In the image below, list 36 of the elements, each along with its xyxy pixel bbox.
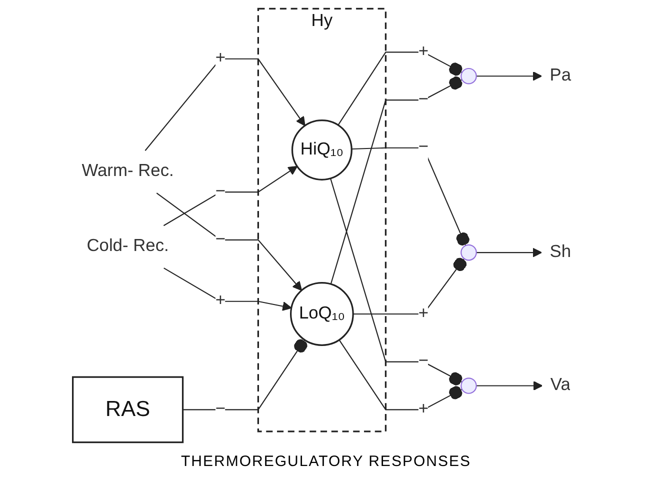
node-circle: HiQ₁₀: [291, 119, 352, 180]
edge-label: −: [215, 400, 226, 418]
connector: [352, 147, 470, 246]
node-text: Pa: [550, 66, 572, 85]
edge-label: +: [418, 42, 428, 61]
edge-label: −: [215, 182, 226, 201]
connector: [330, 76, 462, 284]
edge-label: +: [418, 400, 428, 418]
connector: [330, 178, 462, 386]
arrow: [476, 248, 542, 258]
edge-label: −: [418, 90, 428, 109]
arrow: [163, 166, 298, 226]
node-box: RAS: [72, 376, 184, 444]
edge-label: +: [215, 292, 226, 310]
connector: [338, 340, 462, 410]
node-circle: [460, 378, 477, 394]
node-text: Cold- Rec.: [86, 237, 169, 256]
connector: [338, 52, 462, 126]
caption-text: THERMOREGULATORY RESPONSES: [181, 453, 471, 470]
edge-label: −: [215, 230, 226, 249]
connector: [353, 258, 467, 315]
arrow: [144, 58, 306, 151]
node-text: Warm- Rec.: [82, 162, 174, 181]
node-text: Sh: [550, 242, 572, 262]
node-circle: [460, 68, 477, 84]
connector: [182, 339, 308, 410]
edge-label: +: [215, 49, 226, 68]
arrow: [476, 380, 543, 391]
node-circle: LoQ₁₀: [290, 282, 354, 346]
node-circle: [460, 244, 477, 261]
node-text: Va: [550, 376, 570, 394]
arrow: [476, 71, 542, 81]
arrow: [156, 192, 302, 291]
edge-label: +: [418, 304, 428, 323]
edge-label: −: [418, 138, 428, 157]
edge-label: −: [418, 352, 428, 371]
